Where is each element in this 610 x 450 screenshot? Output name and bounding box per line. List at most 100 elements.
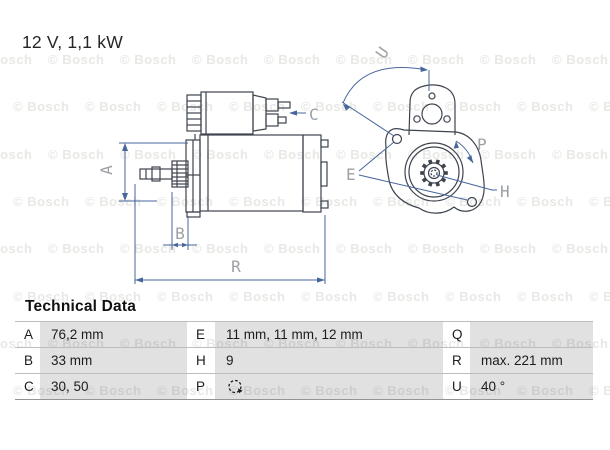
terminal-lower — [265, 113, 279, 127]
key-cell: R — [452, 353, 462, 368]
watermark-text: © Bosch — [301, 383, 358, 399]
watermark-text: © Bosch — [517, 193, 574, 209]
watermark-text: © Bosch — [373, 99, 430, 115]
watermark-text: © Bosch — [157, 99, 214, 115]
value-cell: 11 mm, 11 mm, 12 mm — [215, 322, 443, 347]
value-cell — [215, 374, 443, 399]
watermark-text: © Bosch — [13, 99, 70, 115]
dimension-label-e: E — [346, 165, 356, 184]
watermark-text: © Bosch — [589, 99, 610, 115]
side-view-arrowheads — [122, 110, 325, 283]
watermark-text: © Bosch — [408, 52, 465, 67]
key-cell: P — [196, 379, 206, 394]
watermark-text: © Bosch — [157, 193, 214, 209]
bracket-center-hole — [421, 103, 443, 125]
value-cell: 9 — [215, 348, 443, 373]
watermark-text: © Bosch — [48, 146, 105, 162]
watermark-text: © Bosch — [0, 146, 33, 162]
solenoid-cap — [252, 94, 267, 132]
watermark-text: © Bosch — [517, 383, 574, 399]
pinion-gear-front — [420, 159, 448, 187]
mounting-flange — [385, 128, 485, 214]
table-title: Technical Data — [25, 298, 137, 315]
key-cell: C — [24, 379, 34, 394]
watermark-text: © Bosch — [120, 146, 177, 162]
top-bracket — [408, 84, 456, 136]
watermark-text: © Bosch — [480, 52, 537, 67]
dimension-label-b: B — [175, 224, 185, 243]
watermark-text: © Bosch — [373, 288, 430, 304]
watermark-text: © Bosch — [13, 383, 70, 399]
watermark-text: © Bosch — [589, 193, 610, 209]
watermark-text: © Bosch — [301, 288, 358, 304]
watermark-text: © Bosch — [120, 52, 177, 67]
dimension-label-h: H — [500, 182, 510, 201]
value-cell: 76,2 mm — [40, 322, 187, 347]
watermark-text: © Bosch — [408, 241, 465, 257]
solenoid-body — [200, 91, 254, 135]
dimension-label-r: R — [231, 257, 241, 276]
dimension-label-p: P — [477, 135, 487, 154]
mounting-hole-top-left — [391, 133, 403, 145]
pinion-gear-side — [171, 160, 189, 188]
watermark-text: © Bosch — [445, 99, 502, 115]
value-cell — [470, 322, 593, 347]
watermark-text: © Bosch — [552, 52, 609, 67]
key-cell: B — [24, 353, 34, 368]
watermark-text: © Bosch — [517, 99, 574, 115]
watermark-text: © Bosch — [445, 383, 502, 399]
key-cell: Q — [452, 327, 463, 342]
watermark-text: © Bosch — [48, 52, 105, 67]
watermark-text: © Bosch — [85, 288, 142, 304]
watermark-text: © Bosch — [264, 241, 321, 257]
watermark-text: © Bosch — [192, 146, 249, 162]
dimension-label-u: U — [372, 43, 393, 62]
watermark-text: © Bosch — [336, 52, 393, 67]
value-cell: 33 mm — [40, 348, 187, 373]
table-row: A 76,2 mm E 11 mm, 11 mm, 12 mm Q — [15, 321, 593, 347]
watermark-text: © Bosch — [336, 146, 393, 162]
connector-block — [320, 161, 328, 187]
watermark-text: © Bosch — [373, 383, 430, 399]
front-view-dimensions — [341, 67, 497, 201]
watermark-text: © Bosch — [264, 146, 321, 162]
value-cell: 40 ° — [470, 374, 593, 399]
watermark-text: © Bosch — [301, 193, 358, 209]
watermark-text: © Bosch — [264, 52, 321, 67]
watermark-text: © Bosch — [0, 52, 33, 67]
watermark-text: © Bosch — [589, 288, 610, 304]
table-row: C 30, 50 P U 40 ° — [15, 373, 593, 400]
side-view — [139, 91, 329, 218]
key-cell: U — [452, 379, 462, 394]
watermark-text: © Bosch — [157, 383, 214, 399]
dimension-label-c: C — [309, 105, 319, 124]
terminal-upper — [265, 98, 279, 112]
watermark-text: © Bosch — [373, 193, 430, 209]
watermark-text: © Bosch — [48, 241, 105, 257]
mounting-hole-bottom-right — [466, 196, 478, 208]
watermark-text: © Bosch — [229, 193, 286, 209]
watermark-text: © Bosch — [445, 288, 502, 304]
value-cell: max. 221 mm — [470, 348, 593, 373]
watermark-text: © Bosch — [192, 52, 249, 67]
technical-data-table: Technical Data A 76,2 mm E 11 mm, 11 mm,… — [15, 297, 593, 400]
table-row: B 33 mm H 9 R max. 221 mm — [15, 347, 593, 373]
watermark-text: © Bosch — [589, 383, 610, 399]
watermark-text: © Bosch — [552, 146, 609, 162]
key-cell: H — [196, 353, 206, 368]
spec-text: 12 V, 1,1 kW — [22, 32, 123, 52]
rotation-clockwise-icon — [228, 379, 243, 394]
watermark-text: © Bosch — [336, 241, 393, 257]
front-view-arrowheads — [343, 66, 473, 163]
watermark-text: © Bosch — [229, 383, 286, 399]
value-cell: 30, 50 — [40, 374, 187, 399]
watermark-text: © Bosch — [229, 288, 286, 304]
watermark-text: © Bosch — [85, 99, 142, 115]
dimension-label-a: A — [97, 165, 116, 175]
watermark-text: © Bosch — [157, 288, 214, 304]
watermark-text: © Bosch — [192, 241, 249, 257]
key-cell: A — [24, 327, 34, 342]
watermark-text: © Bosch — [13, 288, 70, 304]
